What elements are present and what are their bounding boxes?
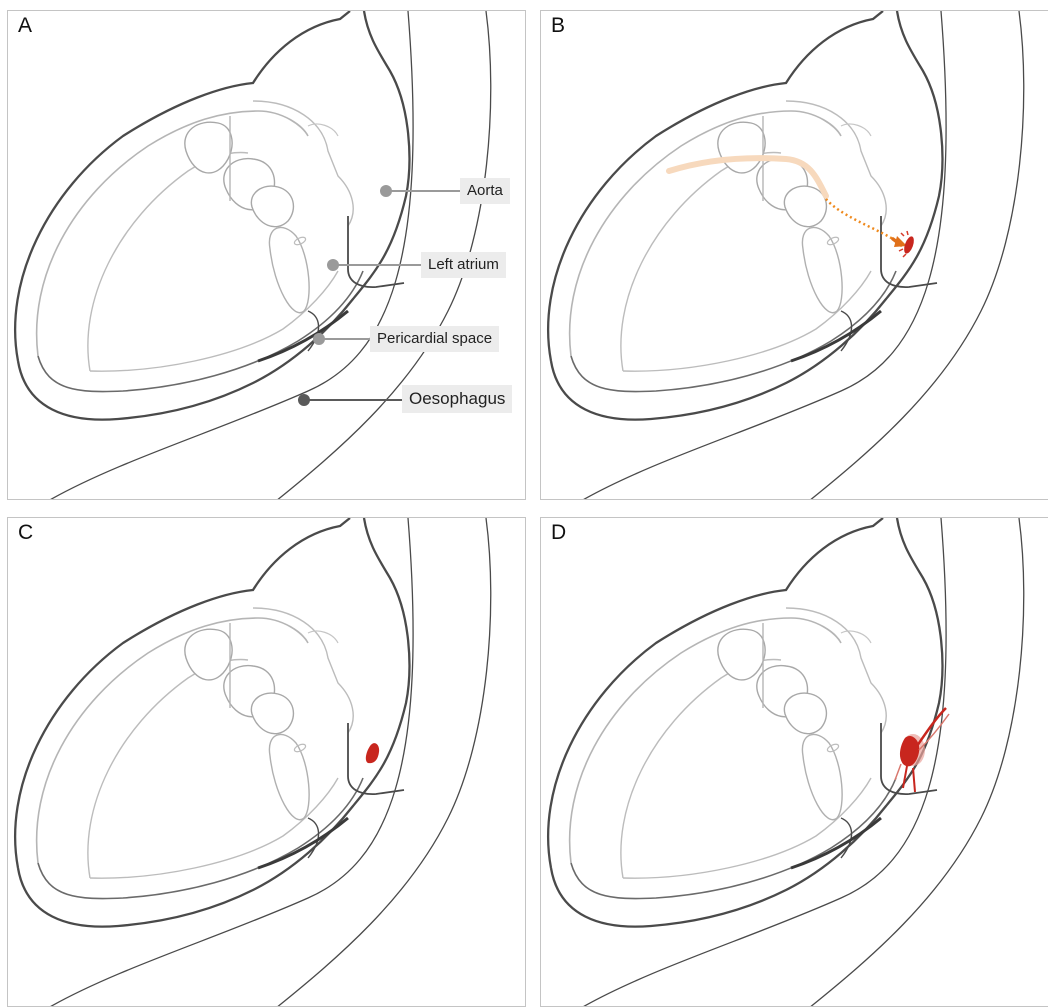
panel-letter-c: C [18,522,33,543]
panel-a: A Aorta Left atrium Pericardial space Oe… [7,10,526,500]
panel-letter-a: A [18,15,32,36]
oesophagus-leader [306,399,404,401]
pericardial-space-leader [321,338,373,340]
panel-c: C [7,517,526,1007]
heart-diagram [541,518,1048,1007]
left-atrium-leader [335,264,425,266]
aorta-label: Aorta [460,178,510,204]
left-atrium-label: Left atrium [421,252,506,278]
panel-b: B [540,10,1048,500]
pericardial-space-label: Pericardial space [370,326,499,352]
oesophagus-label: Oesophagus [402,385,512,413]
aorta-leader [388,190,466,192]
panel-letter-b: B [551,15,565,36]
heart-diagram [8,518,526,1007]
panel-letter-d: D [551,522,566,543]
panel-d: D [540,517,1048,1007]
heart-diagram [541,11,1048,500]
lesion-icon [366,743,379,763]
